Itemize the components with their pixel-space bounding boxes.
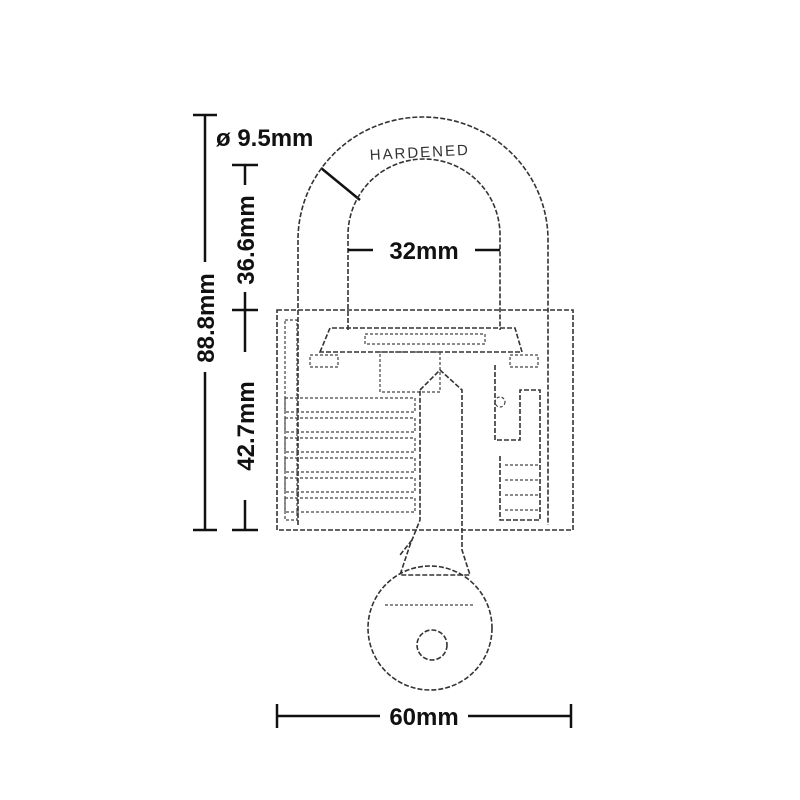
shackle-width-dimension: 32mm	[348, 238, 500, 265]
shackle-clearance-label: 36.6mm	[233, 195, 260, 284]
pin-tumblers	[284, 397, 416, 513]
padlock-body	[276, 309, 574, 531]
body-height-dimension: 42.7mm	[232, 330, 260, 532]
total-height-label: 88.8mm	[193, 273, 220, 362]
shackle-width-label: 32mm	[389, 238, 458, 265]
shackle-clearance-dimension: 36.6mm	[232, 163, 260, 330]
total-height-dimension: 88.8mm	[193, 113, 220, 532]
body-width-dimension: 60mm	[275, 704, 573, 731]
body-height-label: 42.7mm	[233, 381, 260, 470]
shackle: HARDENED	[297, 116, 549, 525]
shackle-engraving: HARDENED	[369, 142, 470, 164]
shackle-diameter-label: ø 9.5mm	[216, 125, 313, 152]
key	[367, 368, 493, 691]
shackle-diameter-line	[320, 167, 361, 201]
body-width-label: 60mm	[389, 704, 458, 731]
